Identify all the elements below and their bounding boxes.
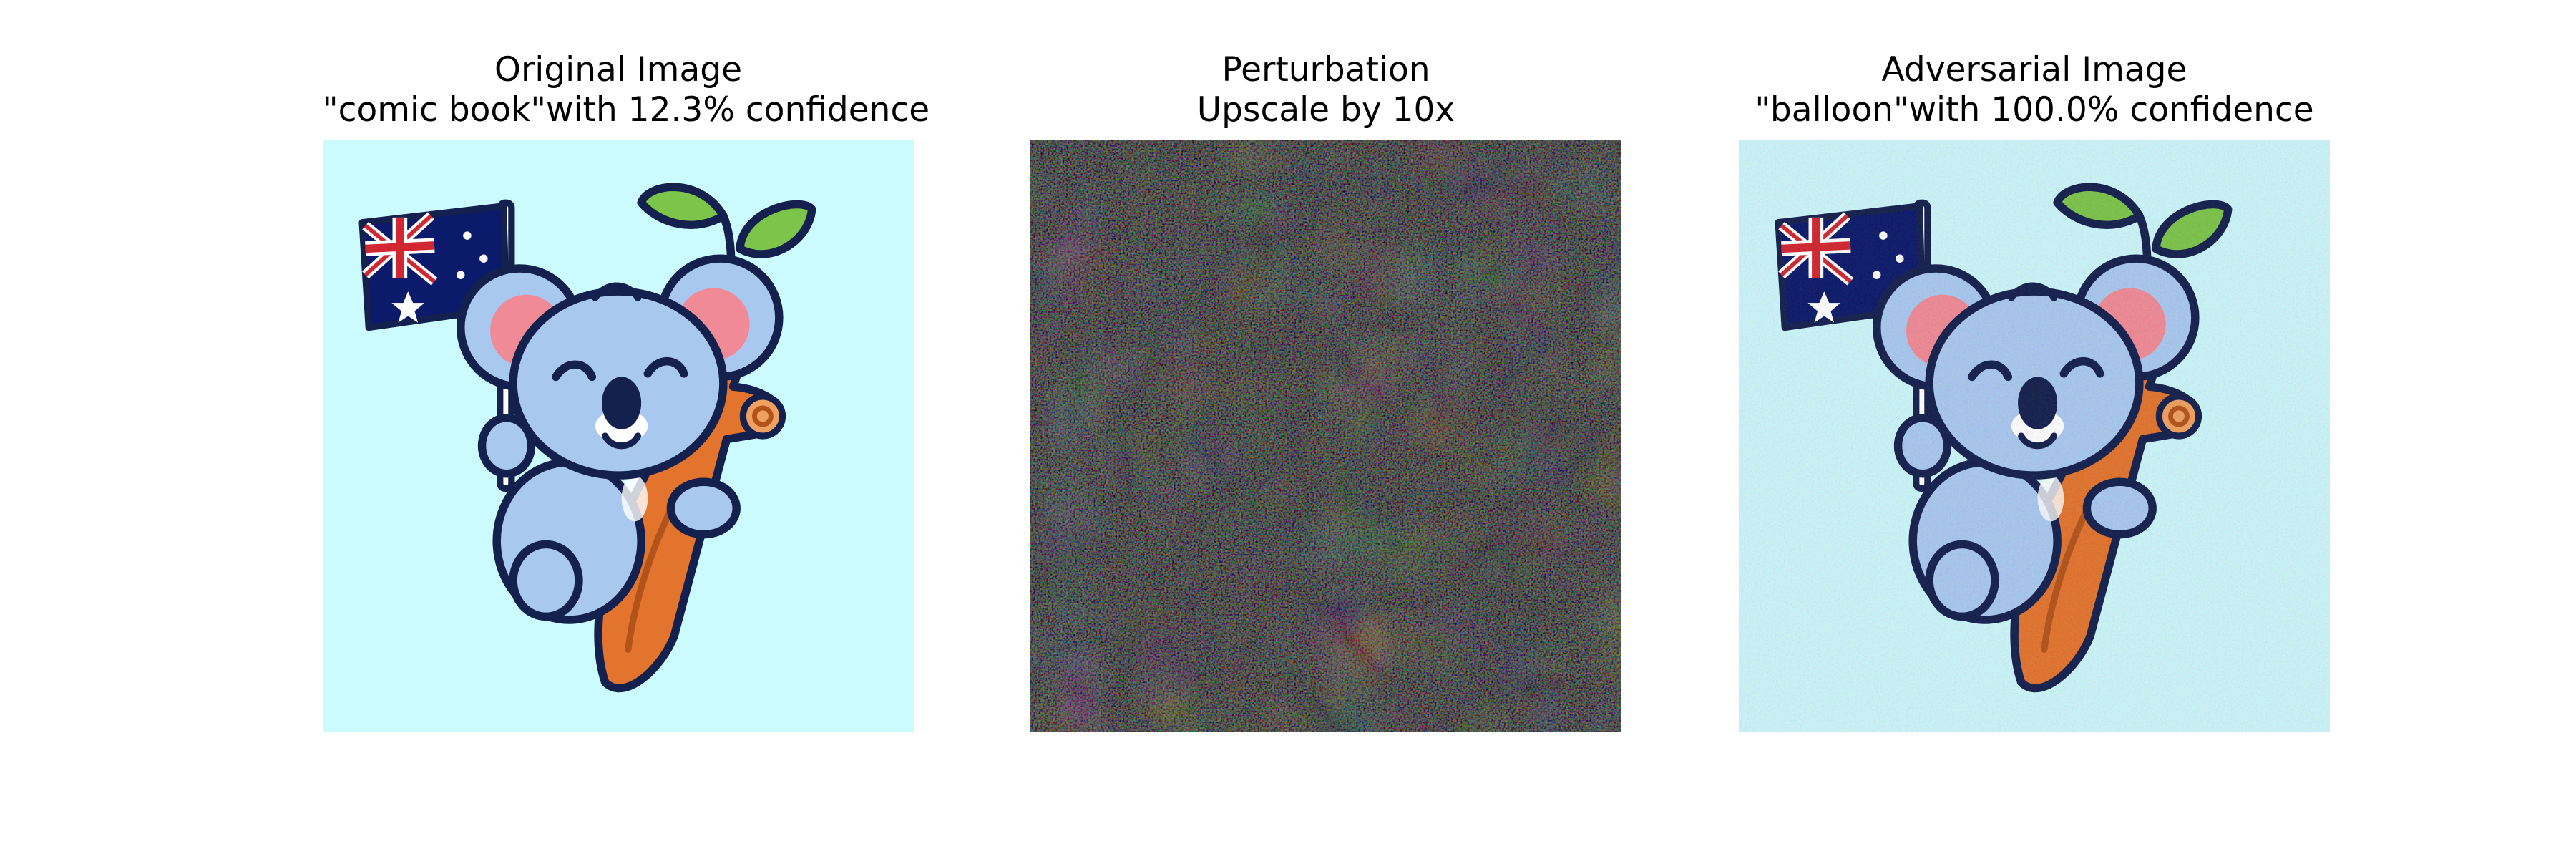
original-image-title-line1: Original Image — [494, 50, 743, 89]
adversarial-image-title-line1: Adversarial Image — [1881, 50, 2187, 89]
adversarial-image-panel: Adversarial Image "balloon"with 100.0% c… — [1739, 50, 2330, 732]
original-image-title-line2: "comic book"with 12.3% confidence — [323, 90, 930, 130]
perturbation-title-line1: Perturbation — [1221, 50, 1430, 89]
adversarial-koala-image — [1739, 140, 2330, 732]
perturbation-noise-image — [1030, 140, 1621, 732]
original-image-title: Original Image "comic book"with 12.3% co… — [323, 50, 930, 136]
adversarial-image-title: Adversarial Image "balloon"with 100.0% c… — [1739, 50, 2330, 136]
perturbation-structure — [1030, 140, 1621, 732]
perturbation-title-line2: Upscale by 10x — [1196, 90, 1455, 130]
adversarial-noise-overlay — [1739, 140, 2330, 732]
perturbation-panel: Perturbation Upscale by 10x — [1030, 50, 1621, 732]
perturbation-title: Perturbation Upscale by 10x — [1030, 50, 1621, 136]
adversarial-image-title-line2: "balloon"with 100.0% confidence — [1755, 90, 2314, 130]
original-koala-image — [323, 140, 914, 732]
original-image-panel: Original Image "comic book"with 12.3% co… — [323, 50, 930, 732]
